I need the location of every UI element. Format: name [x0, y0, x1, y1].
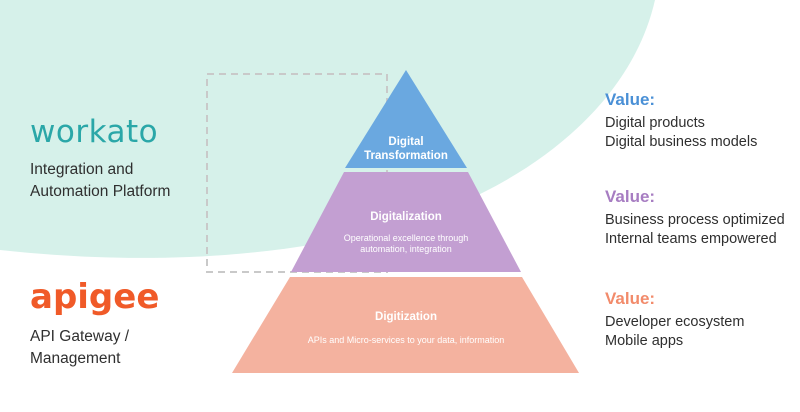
workato-subtitle: Integration and Automation Platform: [30, 159, 170, 203]
tier-middle-desc: Operational excellence through: [344, 233, 469, 243]
value-title: Value:: [605, 187, 656, 206]
workato-subtitle-line: Integration and: [30, 161, 134, 178]
value-block-top: Value: Digital products Digital business…: [605, 90, 757, 152]
apigee-subtitle-line: API Gateway /: [30, 328, 130, 345]
value-line: Digital business models: [605, 134, 758, 150]
pyramid-tier-bottom: [232, 277, 579, 373]
apigee-subtitle-line: Management: [30, 350, 121, 367]
value-block-bottom: Value: Developer ecosystem Mobile apps: [605, 289, 744, 351]
pyramid-tier-top: [345, 70, 467, 168]
value-line: Mobile apps: [605, 333, 684, 349]
apigee-logo: apigee: [30, 277, 160, 317]
value-line: Digital products: [605, 115, 705, 131]
value-line: Internal teams empowered: [605, 231, 777, 247]
teal-background-shape: [0, 0, 655, 258]
value-title: Value:: [605, 90, 656, 109]
value-line: Business process optimized: [605, 212, 785, 228]
tier-bottom-title: Digitization: [375, 311, 437, 323]
tier-middle-title: Digitalization: [370, 211, 442, 223]
apigee-subtitle: API Gateway / Management: [30, 326, 129, 370]
tier-top-title: Transformation: [364, 150, 448, 162]
workato-logo: workato: [30, 114, 159, 150]
tier-bottom-desc: APIs and Micro-services to your data, in…: [308, 335, 505, 345]
workato-subtitle-line: Automation Platform: [30, 183, 171, 200]
tier-top-title: Digital: [388, 136, 423, 148]
value-line: Developer ecosystem: [605, 314, 745, 330]
tier-middle-desc: automation, integration: [360, 244, 452, 254]
pyramid-tier-middle: [291, 172, 521, 272]
value-title: Value:: [605, 289, 656, 308]
value-block-middle: Value: Business process optimized Intern…: [605, 187, 785, 249]
